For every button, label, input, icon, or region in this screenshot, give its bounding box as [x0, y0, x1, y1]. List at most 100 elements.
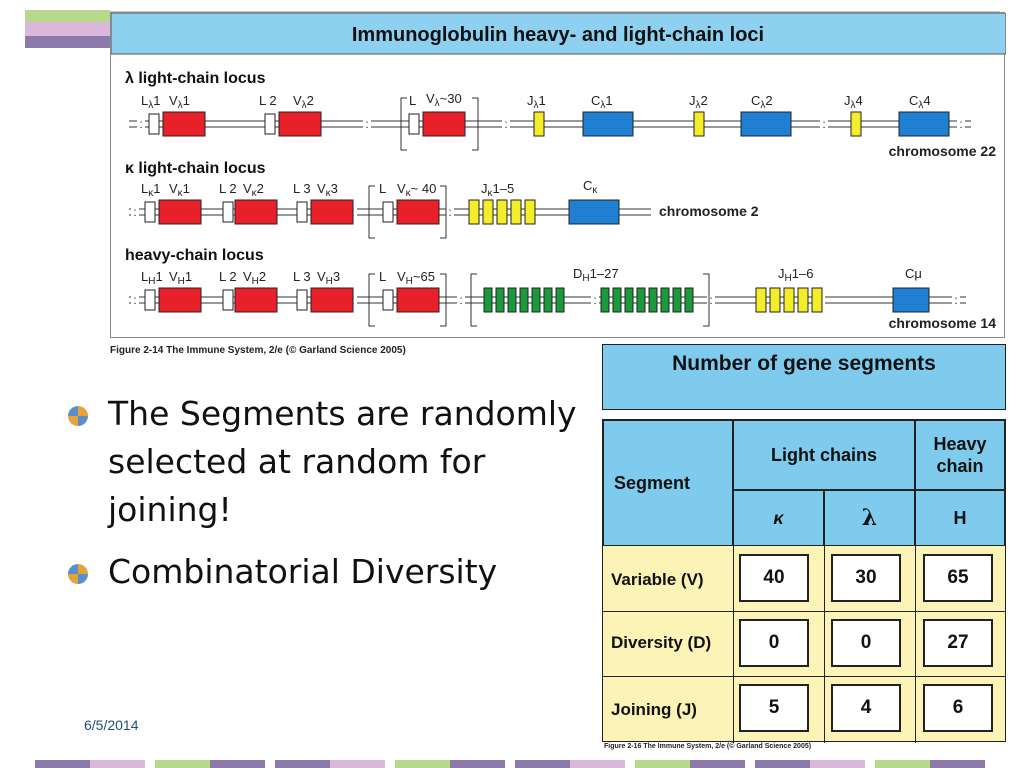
- heavy-segment-d: [531, 287, 541, 313]
- heavy-segment-l: [296, 289, 308, 311]
- lambda-segment-label: Vλ~30: [426, 91, 462, 109]
- deco-segment: [515, 760, 570, 768]
- kappa-segment-label: Vκ~ 40: [397, 181, 436, 199]
- heavy-segment-v: [396, 287, 440, 313]
- kappa-segment-j: [524, 199, 536, 225]
- deco-segment: [635, 760, 690, 768]
- h-header: H: [915, 490, 1005, 546]
- gene-segment-table: Number of gene segments Segment Light ch…: [602, 344, 1008, 743]
- heavy-break: [591, 295, 599, 305]
- loci-diagram: Immunoglobulin heavy- and light-chain lo…: [110, 12, 1006, 338]
- top-rule: [110, 11, 1000, 12]
- deco-segment: [930, 760, 985, 768]
- lambda-bracket-right: [472, 97, 479, 151]
- lambda-break-mark: :: [365, 117, 368, 131]
- kappa-segment-label: Cκ: [583, 178, 598, 196]
- heavy-segment-label: VH2: [243, 269, 266, 287]
- lambda-segment-v: [162, 111, 206, 137]
- heavy-segment-d: [555, 287, 565, 313]
- lambda-heading: λ light-chain locus: [125, 70, 266, 87]
- segment-header: Segment: [603, 420, 733, 546]
- deco-segment: [275, 760, 330, 768]
- deco-segment: [690, 760, 745, 768]
- heavy-segment-j: [755, 287, 767, 313]
- heavy-segment-d: [684, 287, 694, 313]
- heavy-segment-d: [624, 287, 634, 313]
- kappa-segment-j: [510, 199, 522, 225]
- lambda-segment-v: [278, 111, 322, 137]
- row-divider: [603, 611, 1005, 612]
- lambda-segment-v: [422, 111, 466, 137]
- heavy-bracket-left: [470, 273, 477, 327]
- bullet-text-1: The Segments are randomly selected at ra…: [108, 394, 577, 529]
- lambda-segment-label: Vλ1: [169, 93, 190, 111]
- diagram-title-bar: [111, 13, 1006, 55]
- value-joining-lambda: 4: [831, 684, 901, 732]
- deco-segment: [35, 760, 90, 768]
- heavy-break-mark: :: [133, 293, 136, 307]
- value-diversity-lambda: 0: [831, 619, 901, 667]
- kappa-break: [446, 207, 454, 217]
- lambda-segment-label: Jλ4: [844, 93, 863, 111]
- lambda-segment-c: [898, 111, 950, 137]
- kappa-segment-l: [144, 201, 156, 223]
- lambda-header: λ: [824, 490, 915, 546]
- heavy-segment-d: [483, 287, 493, 313]
- lambda-segment-l: [408, 113, 420, 135]
- heavy-segment-d: [495, 287, 505, 313]
- heavy-segment-d: [636, 287, 646, 313]
- heavy-break-mark: :: [709, 293, 712, 307]
- lambda-segment-c: [740, 111, 792, 137]
- kappa-segment-v: [310, 199, 354, 225]
- heavy-segment-d: [543, 287, 553, 313]
- bullet-text-2: Combinatorial Diversity: [108, 552, 498, 591]
- light-chains-header: Light chains: [733, 420, 915, 490]
- kappa-break: [131, 207, 139, 217]
- heavy-segment-d: [600, 287, 610, 313]
- table-body: Segment Light chains Heavy chain κ λ H V…: [602, 419, 1006, 743]
- deco-segment: [450, 760, 505, 768]
- heavy-segment-l: [382, 289, 394, 311]
- col-divider: [733, 546, 734, 743]
- heavy-segment-label: L 3: [293, 269, 311, 284]
- deco-segment: [90, 760, 145, 768]
- kappa-segment-label: Lκ1: [141, 181, 160, 199]
- slide-date: 6/5/2014: [84, 717, 139, 733]
- kappa-segment-label: Vκ3: [317, 181, 338, 199]
- lambda-segment-j: [533, 111, 545, 137]
- col-divider: [824, 546, 825, 743]
- deco-bar-green: [25, 10, 110, 22]
- lambda-segment-label: Lλ1: [141, 93, 160, 111]
- kappa-segment-l: [296, 201, 308, 223]
- heavy-heading: heavy-chain locus: [125, 247, 264, 264]
- heavy-break-mark: :: [459, 293, 462, 307]
- heavy-segment-v: [234, 287, 278, 313]
- heavy-break: [131, 295, 139, 305]
- lambda-break: [820, 119, 828, 129]
- lambda-segment-j: [693, 111, 705, 137]
- lambda-segment-label: Jλ2: [689, 93, 708, 111]
- heavy-segment-label: DH1–27: [573, 266, 619, 284]
- col-divider: [915, 546, 916, 743]
- deco-bar-purple: [25, 36, 110, 48]
- heavy-segment-j: [783, 287, 795, 313]
- kappa-segment-v: [234, 199, 278, 225]
- number-header: Number of gene segments: [602, 344, 1006, 410]
- heavy-segment-d: [648, 287, 658, 313]
- deco-segment: [155, 760, 210, 768]
- heavy-segment-label: VH~65: [397, 269, 435, 287]
- heavy-break: [952, 295, 960, 305]
- kappa-segment-c: [568, 199, 620, 225]
- diagram-title: Immunoglobulin heavy- and light-chain lo…: [352, 24, 764, 46]
- lambda-bracket-left: [400, 97, 407, 151]
- kappa-break-mark: :: [133, 205, 136, 219]
- heavy-break: [457, 295, 465, 305]
- value-variable-heavy: 65: [923, 554, 993, 602]
- kappa-segment-l: [222, 201, 234, 223]
- lambda-segment-label: Vλ2: [293, 93, 314, 111]
- lambda-break: [957, 119, 965, 129]
- value-diversity-kappa: 0: [739, 619, 809, 667]
- heavy-bracket-left: [368, 273, 375, 327]
